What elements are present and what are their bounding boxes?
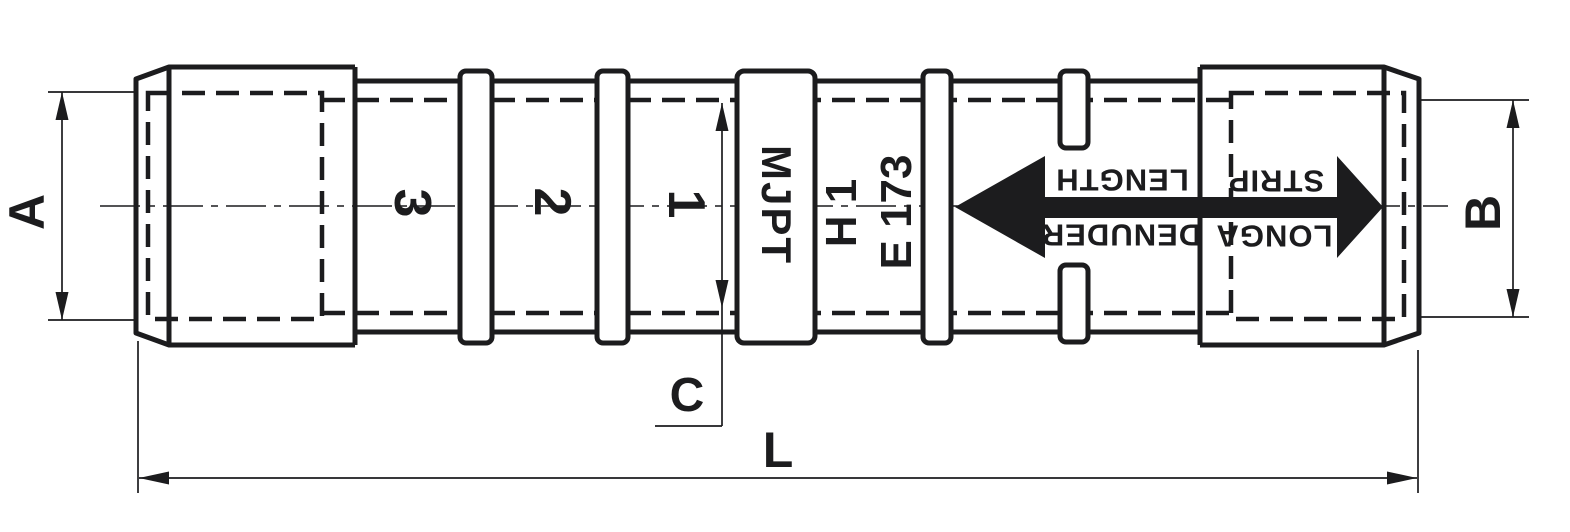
arrowhead-up-icon bbox=[715, 103, 729, 131]
strip-arrow-word-strip: STRIP bbox=[1227, 163, 1325, 199]
barrel-marking-e173: E 173 bbox=[872, 154, 921, 270]
mjpt-marking-band bbox=[734, 68, 818, 346]
barrel-marking-mjpt: MJPT bbox=[753, 144, 800, 266]
strip-arrow-word-longa: LONGA bbox=[1215, 218, 1333, 254]
dimension-l bbox=[137, 341, 1419, 493]
ring-4-top-tab bbox=[1057, 68, 1091, 151]
collar-rings bbox=[457, 68, 1091, 346]
barrel-marking-h1: H 1 bbox=[817, 178, 866, 248]
arrowhead-up-icon bbox=[55, 92, 69, 120]
strip-length-arrow bbox=[955, 156, 1383, 258]
left-bore-dashed-outline bbox=[145, 90, 325, 322]
barrel-marking-2: 2 bbox=[523, 187, 581, 217]
dimension-label-b: B bbox=[1455, 194, 1511, 232]
dimension-label-c: C bbox=[669, 369, 705, 422]
dimension-c bbox=[655, 103, 729, 427]
dimension-label-l: L bbox=[762, 422, 794, 478]
dimension-label-a: A bbox=[0, 193, 55, 231]
dimension-a bbox=[48, 91, 137, 321]
ring-2 bbox=[594, 68, 631, 346]
dimension-b bbox=[1420, 99, 1529, 318]
arrowhead-up-icon bbox=[1506, 100, 1520, 128]
barrel-marking-1: 1 bbox=[657, 189, 715, 219]
arrowhead-down-icon bbox=[55, 292, 69, 320]
ring-4-bottom-tab bbox=[1057, 262, 1091, 345]
strip-arrow-word-denuder: DENUDER bbox=[1040, 217, 1202, 253]
left-end-cap bbox=[133, 64, 358, 348]
ring-3 bbox=[920, 68, 954, 346]
arrowhead-down-icon bbox=[715, 280, 729, 308]
barrel-marking-3: 3 bbox=[383, 188, 441, 218]
ring-1 bbox=[457, 68, 495, 346]
strip-arrow-word-length: LENGTH bbox=[1055, 162, 1189, 198]
arrowhead-down-icon bbox=[1506, 289, 1520, 317]
arrowhead-left-icon bbox=[139, 471, 169, 485]
arrowhead-right-icon bbox=[1387, 471, 1417, 485]
